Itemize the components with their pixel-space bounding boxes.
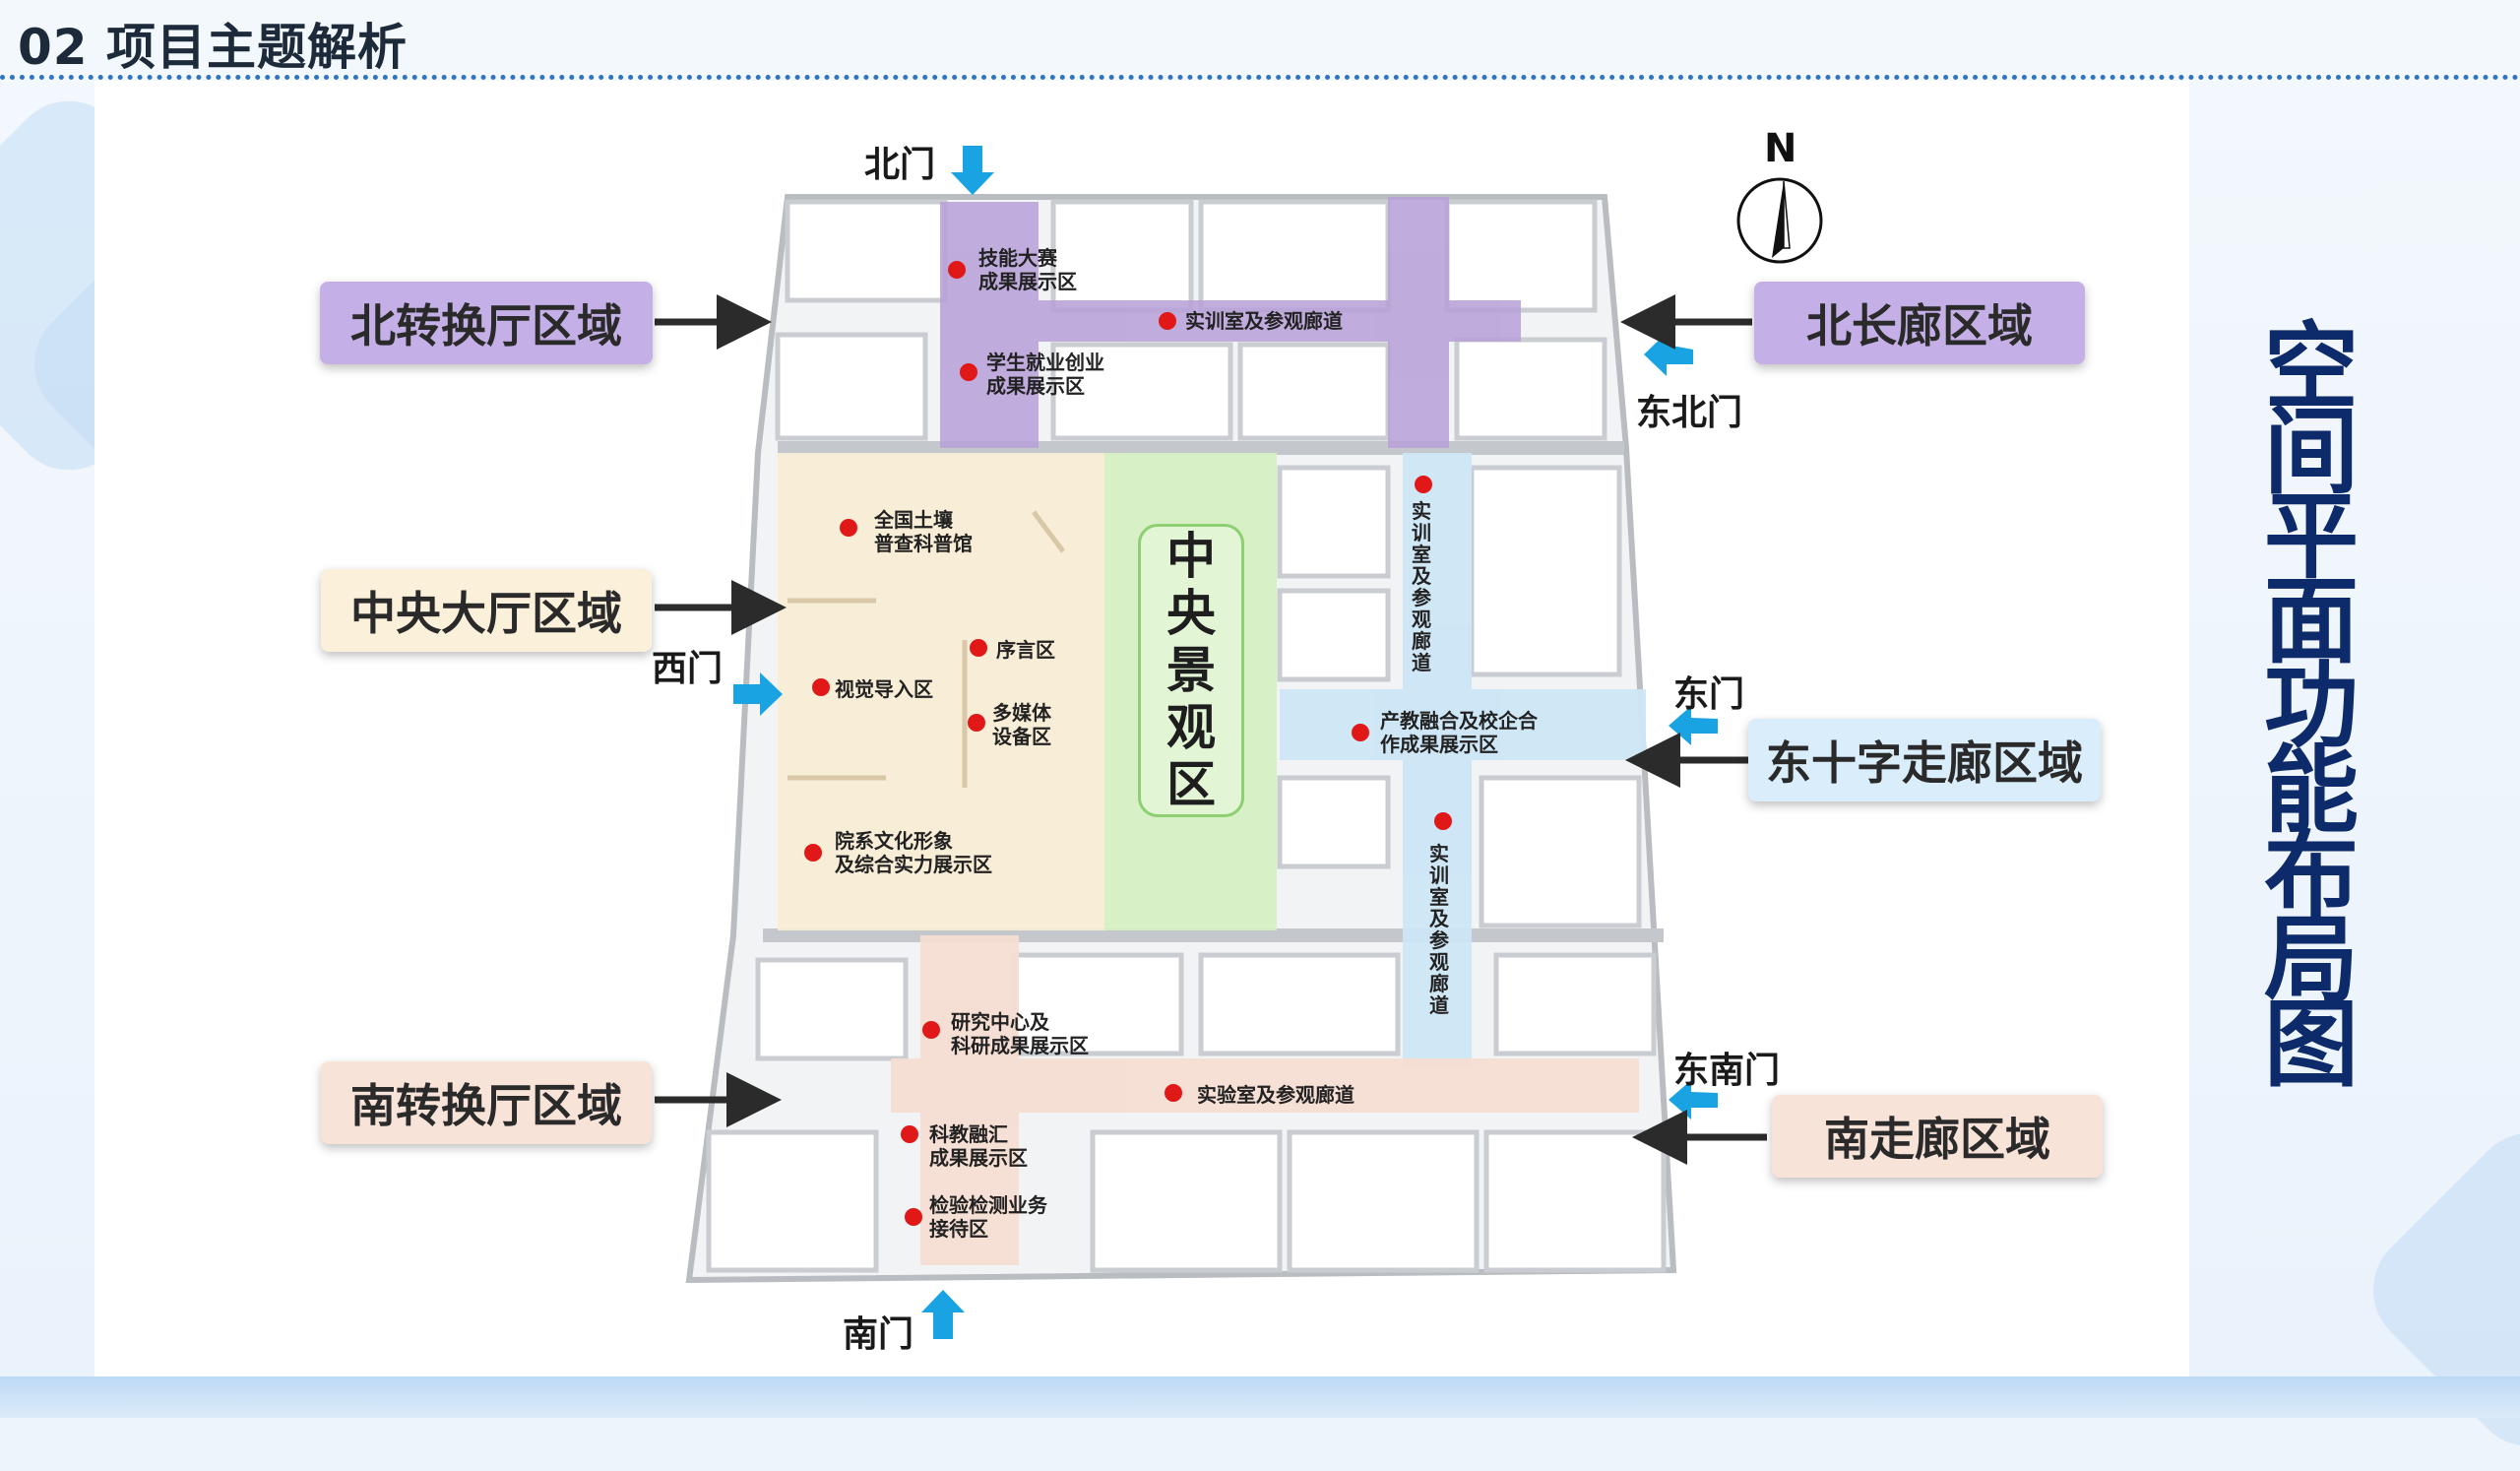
compass-icon [1736, 177, 1823, 264]
title-char: 空 [2264, 312, 2359, 422]
marker-dot [1165, 1084, 1182, 1102]
marker-dot [948, 261, 966, 279]
spot-label-media: 多媒体设备区 [992, 701, 1051, 748]
vertical-title: 空 间 平 面 功 能 布 局 图 [2252, 312, 2370, 1100]
spot-label-lab-east-upper: 实训室及参观廊道 [1412, 499, 1431, 674]
header-divider [0, 75, 2520, 80]
door-label-south: 南门 [843, 1314, 914, 1355]
zone-east-blue [1280, 453, 1646, 1068]
title-char: 能 [2264, 736, 2359, 846]
marker-dot [905, 1208, 922, 1226]
marker-dot [812, 678, 830, 696]
central-landscape-text: 中央景观区 [1166, 528, 1216, 813]
marker-dot [840, 519, 857, 537]
marker-dot [960, 363, 977, 381]
zone-label-central-hall: 中央大厅区域 [321, 569, 652, 652]
marker-dot [970, 639, 987, 657]
title-char: 图 [2264, 990, 2359, 1100]
spot-label-lab-east-lower: 实训室及参观廊道 [1429, 842, 1449, 1017]
door-label-west: 西门 [652, 649, 724, 689]
marker-dot [1159, 312, 1176, 330]
title-char: 平 [2264, 481, 2359, 592]
marker-dot [1434, 812, 1452, 830]
marker-dot [901, 1125, 918, 1143]
spot-label-skills: 技能大赛成果展示区 [978, 246, 1077, 293]
page-title: 02 项目主题解析 [18, 19, 408, 76]
door-label-north: 北门 [864, 145, 936, 185]
zone-label-east-cross: 东十字走廊区域 [1748, 719, 2101, 801]
title-char: 布 [2264, 820, 2359, 930]
door-label-northeast: 东北门 [1636, 393, 1743, 433]
marker-dot [1352, 724, 1369, 741]
spot-label-testing: 检验检测业务接待区 [929, 1193, 1047, 1241]
title-char: 局 [2264, 905, 2359, 1015]
marker-dot [804, 844, 822, 862]
spot-label-lab-north: 实训室及参观廊道 [1185, 309, 1343, 333]
zone-south-peach [891, 935, 1639, 1265]
floor-plan [655, 146, 1823, 1339]
room-walls [706, 199, 1667, 1273]
zone-label-south-corridor: 南走廊区域 [1772, 1095, 2103, 1178]
hall-partitions [788, 510, 1065, 788]
spot-label-student: 学生就业创业成果展示区 [986, 351, 1104, 398]
spot-label-research: 研究中心及科研成果展示区 [951, 1010, 1089, 1057]
spot-label-sci-edu: 科教融汇成果展示区 [929, 1122, 1028, 1170]
spot-label-lab-south: 实验室及参观廊道 [1197, 1083, 1354, 1107]
zone-north-purple [940, 197, 1521, 448]
spot-label-industry: 产教融合及校企合作成果展示区 [1380, 709, 1538, 756]
title-char: 面 [2264, 566, 2359, 676]
spot-label-preface: 序言区 [996, 638, 1055, 662]
footer-bar [0, 1376, 2520, 1418]
title-char: 间 [2264, 397, 2359, 507]
marker-dot [922, 1021, 940, 1039]
door-label-east: 东门 [1673, 674, 1745, 715]
marker-dot [968, 714, 985, 732]
zone-label-north-corridor: 北长廊区域 [1754, 282, 2085, 364]
marker-dot [1415, 476, 1432, 493]
spot-label-soil: 全国土壤普查科普馆 [874, 508, 973, 555]
spot-label-visual: 视觉导入区 [835, 677, 933, 701]
zone-label-north-hall: 北转换厅区域 [320, 282, 653, 364]
title-char: 功 [2264, 651, 2359, 761]
door-label-southeast: 东南门 [1673, 1051, 1781, 1091]
compass-label: N [1764, 126, 1797, 171]
spot-label-college: 院系文化形象及综合实力展示区 [835, 829, 992, 876]
central-landscape-label: 中央景观区 [1138, 524, 1244, 817]
zone-label-south-hall: 南转换厅区域 [321, 1061, 652, 1144]
pointer-arrows [655, 294, 1767, 1165]
